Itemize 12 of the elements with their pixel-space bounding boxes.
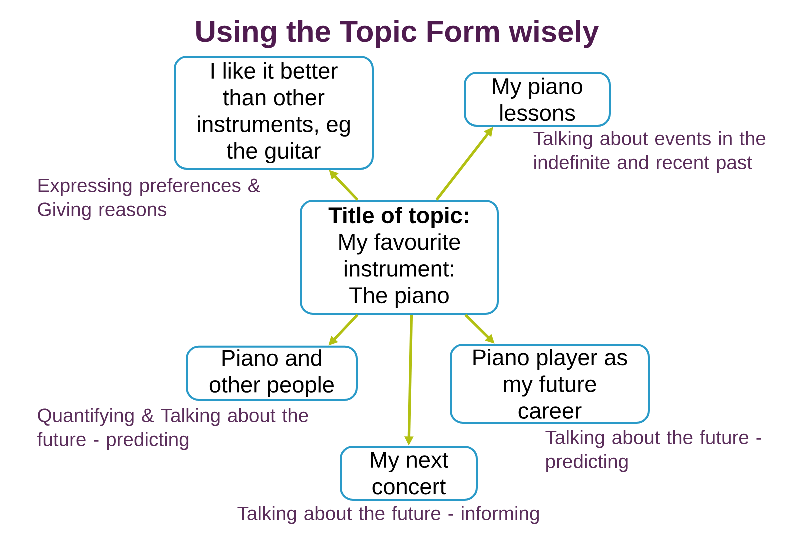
title: Using the Topic Form wisely (196, 20, 600, 48)
rounded-box: I like it better than other instruments, eg the guitar (174, 56, 374, 170)
caption-text: Talking about the future - informing (238, 506, 540, 524)
rounded-box: Title of topic: My favourite instrument: The piano (300, 200, 499, 315)
rounded-box: My piano lessons (464, 72, 611, 127)
caption-text: Quantifying & Talking about the future - predicting (38, 408, 308, 450)
caption-text: Talking about the future - predicting (546, 430, 762, 472)
rounded-box: Piano player as my future career (450, 344, 650, 424)
caption-text: Talking about events in the indefinite and recent past (534, 131, 766, 174)
rounded-box: Piano and other people (186, 346, 358, 402)
caption-text: Expressing preferences & Giving reasons (38, 178, 260, 220)
rounded-box: My next concert (340, 446, 478, 501)
